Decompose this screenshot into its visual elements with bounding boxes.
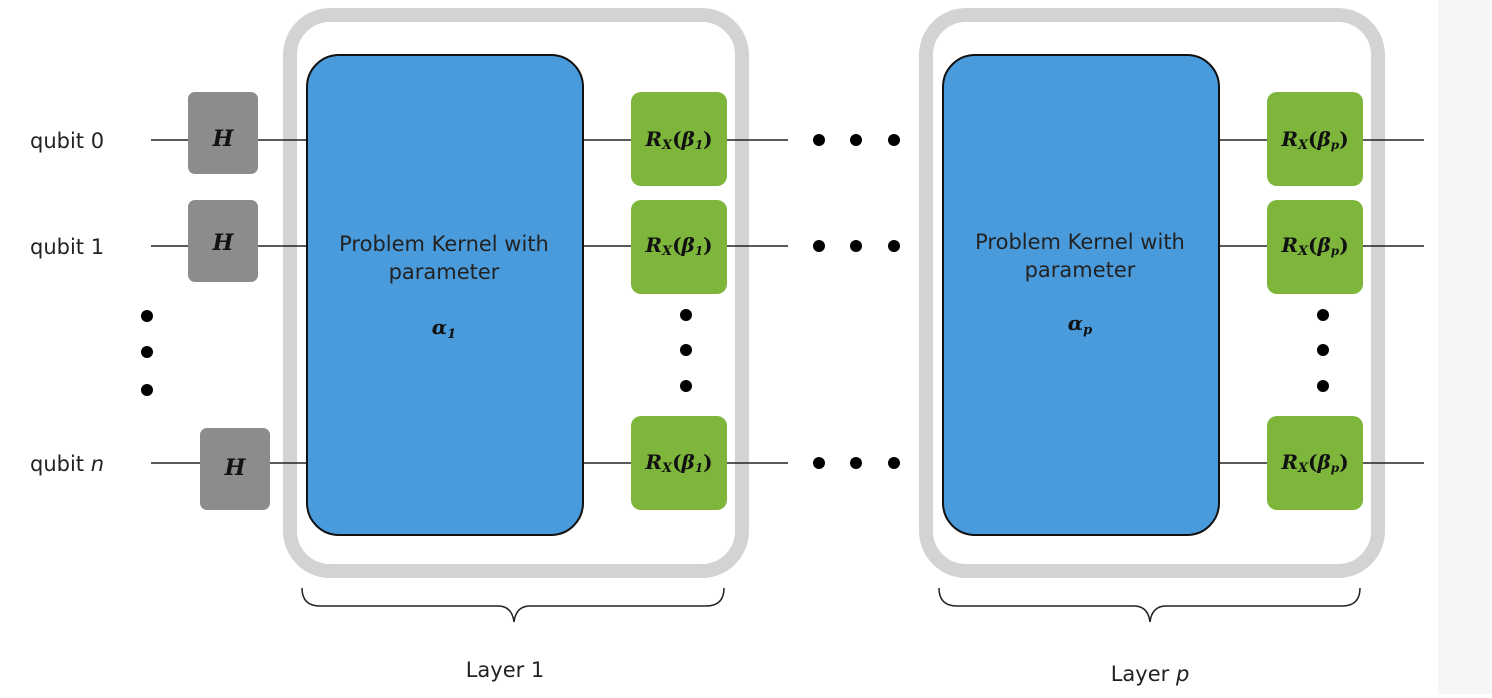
kernel-1-param: α1 [432, 315, 456, 342]
svg-text:RX(βp): RX(βp) [1280, 450, 1348, 476]
qubit-wires [151, 139, 1424, 464]
rx-gate-layer1-qn: RX(β1) [631, 416, 727, 510]
layer-p-label: Layer p [1111, 662, 1190, 686]
ellipsis-dot [850, 457, 862, 469]
rx-gate-layerp-q1: RX(βp) [1267, 200, 1363, 294]
ellipsis-dot [680, 344, 692, 356]
svg-text:RX(βp): RX(βp) [1280, 127, 1348, 153]
layer-1-problem-kernel: Problem Kernel with parameter α1 [306, 54, 584, 536]
svg-text:RX(β1): RX(β1) [644, 450, 712, 476]
rx-gate-layer1-q1: RX(β1) [631, 200, 727, 294]
qubit-n-label-var: n [91, 452, 104, 476]
ellipsis-dot [813, 134, 825, 146]
kernel-1-text-line2: parameter [389, 260, 500, 284]
qubit-n-label: qubit n [30, 452, 104, 476]
ellipsis-dot [1317, 380, 1329, 392]
right-margin-strip [1438, 0, 1492, 694]
ellipsis-dot [850, 134, 862, 146]
layer-p-brace [938, 587, 1361, 623]
kernel-1-text-line1: Problem Kernel with [339, 232, 549, 256]
ellipsis-dot [888, 240, 900, 252]
svg-text:RX(β1): RX(β1) [644, 127, 712, 153]
qubit-1-label: qubit 1 [30, 235, 104, 259]
left-vertical-ellipsis [141, 310, 153, 396]
qubit-n-label-prefix: qubit [30, 452, 91, 476]
ellipsis-dot [141, 384, 153, 396]
svg-text:RX(β1): RX(β1) [644, 233, 712, 259]
between-layers-ellipsis-q0 [813, 134, 900, 146]
ellipsis-dot [888, 457, 900, 469]
ellipsis-dot [888, 134, 900, 146]
layer-p-problem-kernel: Problem Kernel with parameter αp [942, 54, 1220, 536]
layer-1-brace [301, 587, 725, 623]
kernel-p-text-line1: Problem Kernel with [975, 230, 1185, 254]
between-layers-ellipsis-q1 [813, 240, 900, 252]
hadamard-gate-q0: H [188, 92, 258, 174]
svg-text:H: H [224, 455, 247, 481]
ellipsis-dot [1317, 309, 1329, 321]
ellipsis-dot [813, 240, 825, 252]
svg-text:RX(βp): RX(βp) [1280, 233, 1348, 259]
circuit-canvas: qubit 0 qubit 1 qubit n H H H Problem Ke… [30, 8, 1424, 686]
svg-text:H: H [212, 126, 235, 152]
ellipsis-dot [680, 380, 692, 392]
rx-gate-layerp-qn: RX(βp) [1267, 416, 1363, 510]
ellipsis-dot [850, 240, 862, 252]
layerp-rx-vertical-ellipsis [1317, 309, 1329, 392]
ellipsis-dot [1317, 344, 1329, 356]
rx-gate-layer1-q0: RX(β1) [631, 92, 727, 186]
layer1-rx-vertical-ellipsis [680, 309, 692, 392]
ellipsis-dot [813, 457, 825, 469]
layer-1-label: Layer 1 [466, 658, 545, 682]
ellipsis-dot [141, 310, 153, 322]
svg-text:H: H [212, 230, 235, 256]
ellipsis-dot [141, 346, 153, 358]
ellipsis-dot [680, 309, 692, 321]
between-layers-ellipsis-qn [813, 457, 900, 469]
kernel-p-param: αp [1068, 311, 1092, 338]
qubit-0-label: qubit 0 [30, 129, 104, 153]
rx-gate-layerp-q0: RX(βp) [1267, 92, 1363, 186]
hadamard-gate-q1: H [188, 200, 258, 282]
kernel-p-text-line2: parameter [1025, 258, 1136, 282]
hadamard-gate-qn: H [200, 428, 270, 510]
